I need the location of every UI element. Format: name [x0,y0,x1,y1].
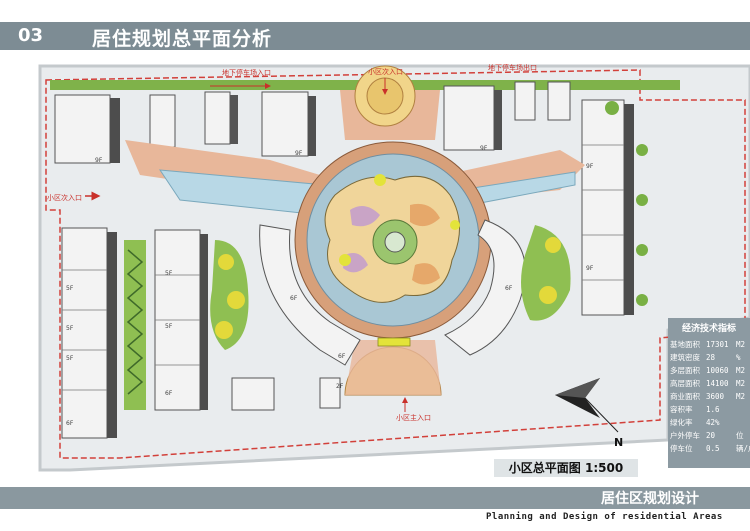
floor-label-5f-mid-1: 5F [165,270,173,277]
building-service-2 [204,91,231,145]
footer-bar: 居住区规划设计 [0,487,750,509]
building-tower-top-right [443,85,495,151]
site-plan: 9F 9F 9F 9F 9F [38,63,750,472]
building-tower-top-left [261,91,309,157]
label-garage-entrance: 地下停车场入口 [222,68,271,77]
page-title: 居住规划总平面分析 [92,28,273,50]
footer-subtitle: Planning and Design of residential Areas [486,512,723,522]
floor-label-2f: 2F [336,383,344,390]
floor-label-9f-left: 9F [95,157,103,164]
floor-label-9f-top-right: 9F [480,145,488,152]
floor-label-9f-right-2: 9F [586,265,594,272]
building-right-slab [581,99,625,316]
building-service-2-shadow [230,95,238,144]
building-left-slab [61,227,108,439]
header-bar: 03 居住规划总平面分析 [0,22,750,50]
stats-heading: 经济技术指标 [681,324,736,334]
building-small-bottom [231,377,275,411]
site-red-line [45,69,746,459]
floor-label-6f-arc-left-1: 6F [290,295,298,302]
floor-label-6f-arc-right: 6F [505,285,513,292]
floor-label-6f-left: 6F [66,420,74,427]
entrance-gate [377,337,411,347]
building-right-slab-shadow [624,104,634,315]
building-tower-top-right-shadow [494,90,502,150]
label-secondary-entrance-top: 小区次入口 [368,67,403,76]
floor-label-6f-arc-left-2: 6F [338,353,346,360]
floor-label-5f-left-3: 5F [66,355,74,362]
plan-scale-label: 小区总平面图 1:500 [494,459,638,477]
floor-label-5f-left-1: 5F [66,285,74,292]
footer-title: 居住区规划设计 [601,491,699,507]
building-tower-top-left-shadow [308,96,316,156]
label-secondary-entrance-left: 小区次入口 [47,193,82,202]
building-left-slab-shadow [107,232,117,438]
building-small-right-2 [547,81,571,121]
building-service-1 [149,94,176,148]
floor-label-9f-right-1: 9F [586,163,594,170]
floor-label-9f-top-left: 9F [295,150,303,157]
north-arrow-icon [555,378,619,433]
floor-label-5f-mid-2: 5F [165,323,173,330]
label-main-entrance: 小区主入口 [396,413,431,422]
floor-label-5f-left-2: 5F [66,325,74,332]
building-arc-left [259,224,361,366]
north-label: N [614,436,623,449]
building-small-right-1 [514,81,536,121]
floor-label-6f-mid: 6F [165,390,173,397]
section-number: 03 [18,25,44,46]
building-left-top [54,94,111,164]
green-strip-left [124,240,146,410]
building-left-top-shadow [110,98,120,163]
label-garage-exit: 地下停车场出口 [488,63,537,72]
